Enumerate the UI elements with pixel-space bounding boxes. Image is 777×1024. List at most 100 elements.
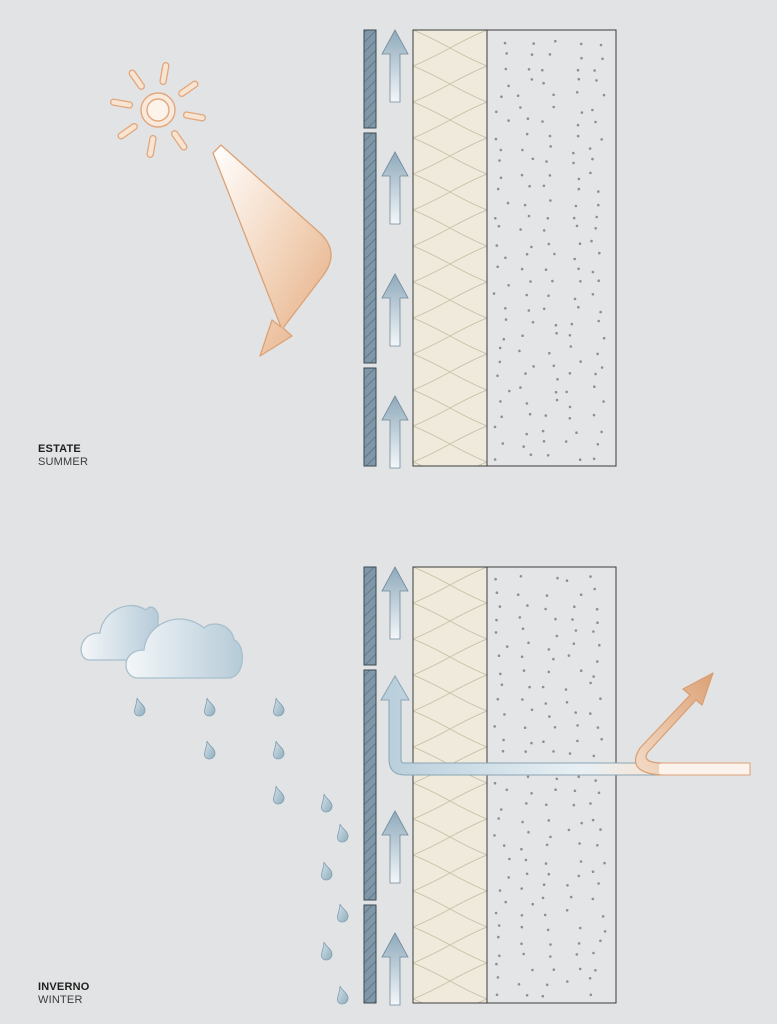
masonry-dot: [528, 685, 531, 689]
masonry-dot: [499, 808, 503, 811]
masonry-dot: [580, 821, 583, 825]
masonry-dot: [554, 323, 558, 327]
masonry-dot: [577, 775, 580, 778]
masonry-dot: [495, 962, 498, 966]
masonry-dot: [500, 415, 504, 419]
masonry-dot: [548, 715, 551, 718]
masonry-dot: [519, 106, 522, 109]
masonry-dot: [525, 293, 528, 297]
masonry-dot: [527, 214, 531, 218]
masonry-dot: [502, 844, 506, 847]
summer-section: [110, 29, 617, 469]
masonry-dot: [564, 440, 568, 443]
masonry-dot: [530, 78, 534, 81]
masonry-dot: [589, 712, 592, 715]
masonry-dot: [542, 883, 546, 886]
masonry-dot: [578, 242, 582, 245]
masonry-dot: [591, 897, 595, 901]
masonry-dot: [546, 454, 550, 457]
masonry-dot: [572, 161, 575, 165]
masonry-dot: [528, 184, 531, 188]
masonry-dot: [495, 110, 498, 114]
masonry-dot: [541, 120, 544, 123]
masonry-dot: [548, 134, 552, 138]
masonry-dot: [523, 726, 527, 729]
masonry-dot: [601, 57, 604, 61]
masonry-dot: [568, 417, 572, 420]
masonry-dot: [530, 53, 534, 56]
masonry-dot: [576, 123, 580, 127]
masonry-dot: [573, 257, 576, 261]
masonry-dot: [589, 802, 592, 805]
masonry-dot: [576, 739, 579, 743]
masonry-dot: [592, 630, 595, 633]
masonry-dot: [598, 251, 601, 255]
masonry-dot: [504, 307, 507, 310]
masonry-dot: [591, 157, 594, 161]
masonry-dot: [577, 267, 580, 271]
masonry-dot: [504, 67, 508, 71]
masonry-dot: [520, 267, 524, 271]
masonry-dot: [524, 750, 527, 753]
masonry-dot: [592, 754, 596, 758]
masonry-dot: [596, 660, 599, 663]
masonry-dot: [568, 334, 572, 337]
masonry-dot: [541, 429, 545, 433]
masonry-dot: [597, 190, 600, 193]
sun-ray: [178, 80, 199, 98]
masonry-dot: [548, 174, 552, 177]
winter-label-it: INVERNO: [38, 981, 90, 993]
winter-section: [80, 566, 751, 1006]
reflected-sunlight-arrow: [212, 144, 332, 357]
masonry-dot: [521, 820, 524, 824]
masonry-dot: [527, 830, 530, 834]
masonry-dot: [527, 641, 530, 645]
masonry-dot: [541, 994, 545, 998]
masonry-dot: [549, 835, 552, 839]
masonry-dot: [579, 360, 582, 363]
masonry-dot: [506, 201, 510, 205]
masonry-dot: [597, 882, 600, 885]
masonry-dot: [575, 431, 578, 435]
masonry-dot: [544, 607, 547, 611]
masonry-dot: [504, 256, 507, 260]
masonry-dot: [596, 844, 599, 847]
masonry-dot: [600, 737, 603, 741]
masonry-dot: [602, 336, 606, 340]
masonry-dot: [542, 740, 545, 743]
masonry-dot: [547, 294, 550, 298]
masonry-dot: [592, 675, 595, 678]
masonry-dot: [556, 378, 559, 381]
masonry-dot: [552, 657, 555, 661]
masonry-dot: [516, 94, 520, 97]
masonry-dot: [520, 655, 524, 658]
masonry-dot: [555, 777, 559, 781]
masonry-dot: [602, 400, 605, 403]
masonry-dot: [526, 604, 529, 607]
masonry-dot: [575, 91, 579, 94]
heat-out-arrow: [635, 672, 751, 776]
masonry-dot: [497, 935, 500, 939]
masonry-dot: [494, 137, 498, 141]
masonry-dot: [498, 360, 502, 364]
masonry-dot: [530, 741, 533, 745]
ventilation-arrows: [381, 566, 409, 1006]
masonry-dot: [602, 93, 606, 97]
masonry-dot: [567, 654, 571, 657]
masonry-dot: [496, 697, 500, 701]
masonry-dot: [518, 616, 522, 619]
masonry-dot: [599, 697, 602, 700]
masonry-dot: [598, 643, 601, 647]
masonry-dot: [579, 593, 583, 596]
masonry-dot: [504, 900, 508, 904]
sun-ray: [117, 122, 138, 140]
masonry-dot: [565, 579, 569, 582]
masonry-dot: [580, 56, 583, 60]
masonry-dot: [527, 68, 531, 71]
masonry-dot: [531, 157, 535, 161]
summer-label-en: SUMMER: [38, 456, 89, 468]
masonry-dot: [499, 176, 503, 180]
ventilation-arrows: [381, 29, 409, 469]
masonry-dot: [531, 902, 534, 906]
masonry-dot: [545, 843, 549, 847]
